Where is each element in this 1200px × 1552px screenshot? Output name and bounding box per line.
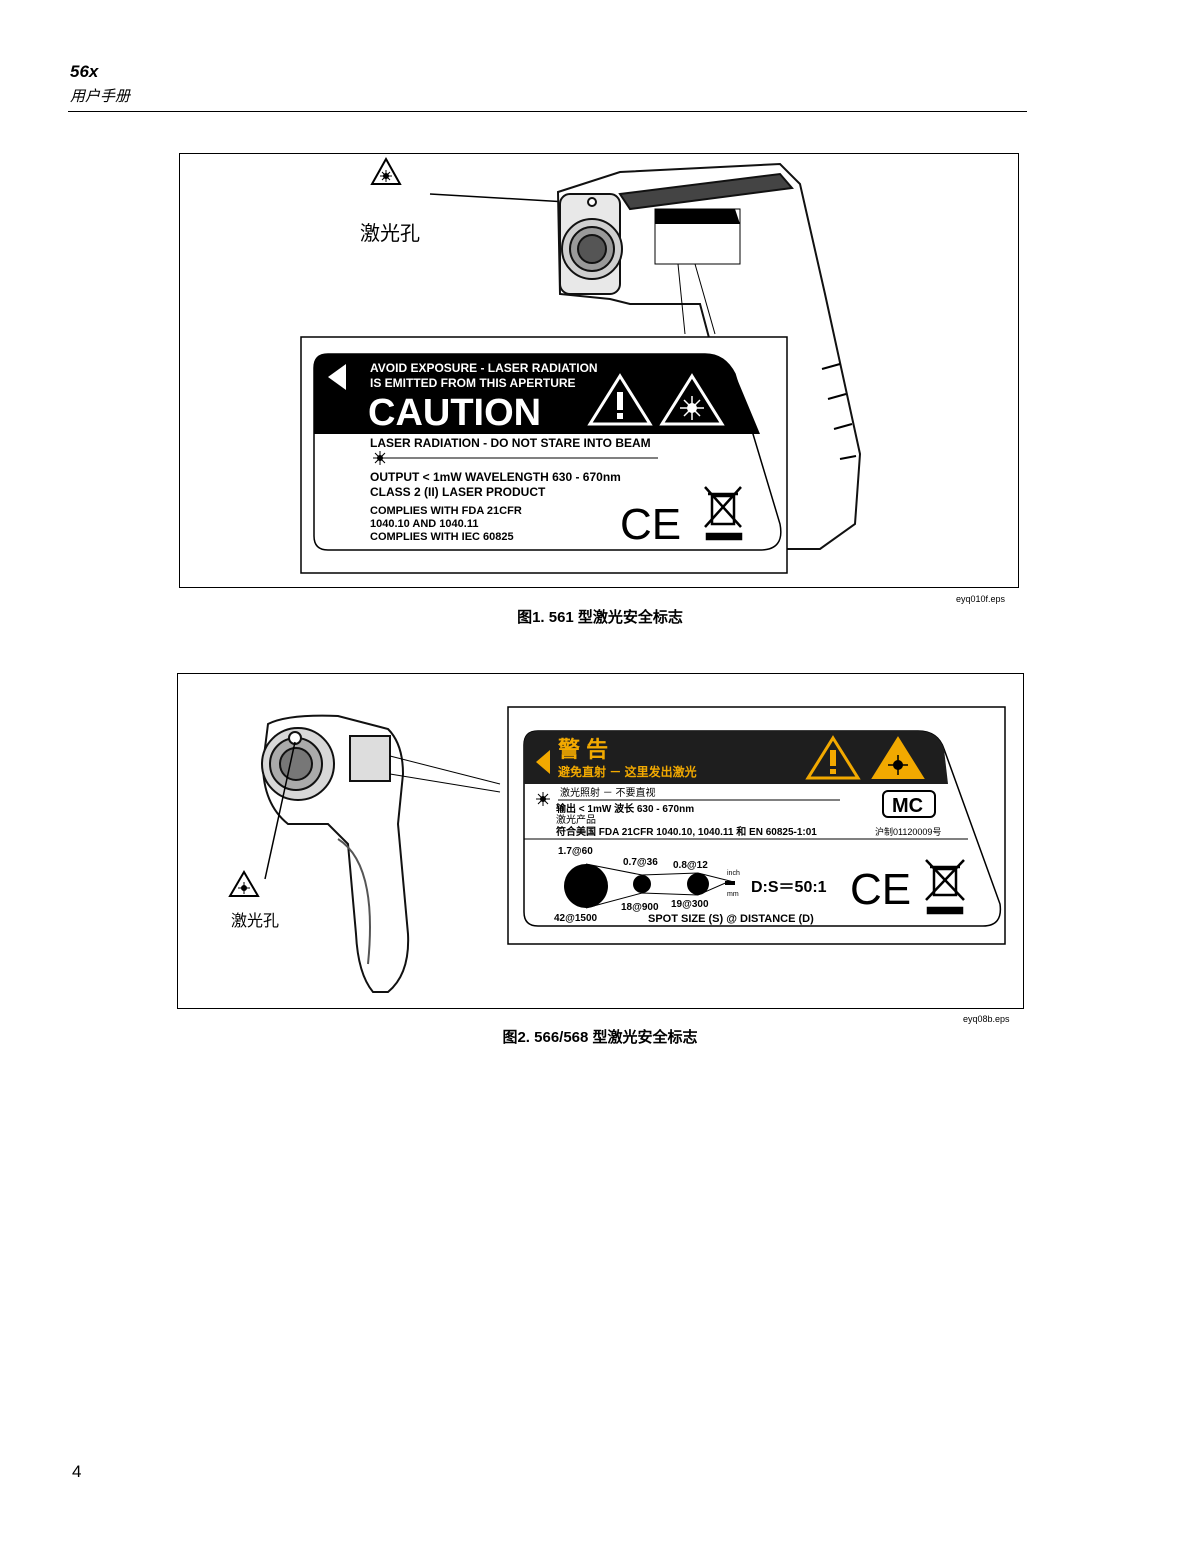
aperture-pointer (429, 193, 568, 203)
ce-mark: CE (620, 500, 681, 549)
weee-bin-icon-2 (925, 859, 965, 915)
mc-text: MC (892, 795, 923, 817)
figure-561-laser-label: 激光孔 AVOID EXPOS (179, 153, 1019, 588)
distance-spot-ratio: D:S＝50:1 (751, 879, 827, 896)
unit-inch: inch (727, 870, 740, 877)
laser-radiation-icon-2 (871, 736, 925, 779)
laser-beam-icon-2 (536, 792, 840, 806)
spot3-inch: 0.8@12 (673, 860, 708, 871)
figure2-illustration: 激光孔 警 告 避免直射 － 这里发出激光 (228, 706, 1006, 993)
laser-class: CLASS 2 (II) LASER PRODUCT (370, 485, 546, 499)
output-spec: OUTPUT < 1mW WAVELENGTH 630 - 670nm (370, 470, 621, 484)
weee-bin-icon (704, 486, 743, 541)
unit-mm: mm (727, 891, 739, 898)
figure2-file-ref: eyq08b.eps (963, 1014, 1010, 1024)
spot-size-diagram (564, 863, 735, 909)
figure-566-568-laser-label: 激光孔 警 告 避免直射 － 这里发出激光 (177, 673, 1024, 1009)
figure1-file-ref: eyq010f.eps (956, 594, 1006, 604)
figure1-caption: 图1. 561 型激光安全标志 (517, 609, 683, 626)
laser-radiation-icon (659, 373, 725, 426)
stare-warning: LASER RADIATION - DO NOT STARE INTO BEAM (370, 436, 651, 450)
label-line-2: IS EMITTED FROM THIS APERTURE (370, 376, 576, 390)
warning-title-cn: 警 告 (557, 737, 608, 762)
no-stare-cn: 激光照射 － 不要直视 (560, 786, 656, 799)
page-number: 4 (72, 1462, 82, 1481)
laser-product-cn: 激光产品 (556, 813, 596, 826)
arrow-left-icon-2 (536, 750, 550, 774)
aperture-label-2: 激光孔 (231, 912, 279, 930)
spot-size-caption: SPOT SIZE (S) @ DISTANCE (D) (648, 913, 814, 925)
header-rule (68, 111, 1027, 112)
aperture-label: 激光孔 (360, 222, 420, 245)
avoid-exposure-cn: 避免直射 － 这里发出激光 (558, 764, 697, 779)
arrow-left-icon (328, 364, 346, 390)
thermometer-front (261, 714, 410, 993)
ce-mark-2: CE (850, 865, 911, 914)
license-number: 沪制01120009号 (875, 826, 941, 837)
laser-beam-icon (373, 451, 658, 465)
aperture-pointer-2 (264, 741, 296, 880)
fda-line-1: COMPLIES WITH FDA 21CFR (370, 505, 522, 517)
output-spec-cn: 输出 < 1mW 波长 630 - 670nm (556, 802, 694, 815)
warning-icon-2 (805, 735, 861, 780)
compliance-cn: 符合美国 FDA 21CFR 1040.10, 1040.11 和 EN 608… (556, 825, 817, 838)
manual-subtitle: 用户手册 (70, 88, 131, 105)
spot2-inch: 0.7@36 (623, 857, 658, 868)
spot1-mm: 42@1500 (554, 913, 598, 924)
warning-icon (587, 373, 653, 426)
laser-warning-icon-2 (228, 870, 260, 897)
spot1-inch: 1.7@60 (558, 846, 593, 857)
spot3-mm: 19@300 (671, 899, 709, 910)
fda-line-2: 1040.10 AND 1040.11 (370, 518, 478, 530)
mc-mark (882, 790, 936, 818)
caution-title: CAUTION (368, 392, 541, 434)
iec-compliance: COMPLIES WITH IEC 60825 (370, 531, 514, 543)
spot2-mm: 18@900 (621, 902, 659, 913)
figure1-illustration: 激光孔 AVOID EXPOS (300, 156, 862, 574)
label-line-1: AVOID EXPOSURE - LASER RADIATION (370, 361, 598, 375)
manual-model: 56x (70, 62, 99, 81)
figure2-caption: 图2. 566/568 型激光安全标志 (502, 1029, 698, 1046)
laser-warning-icon (370, 156, 402, 185)
